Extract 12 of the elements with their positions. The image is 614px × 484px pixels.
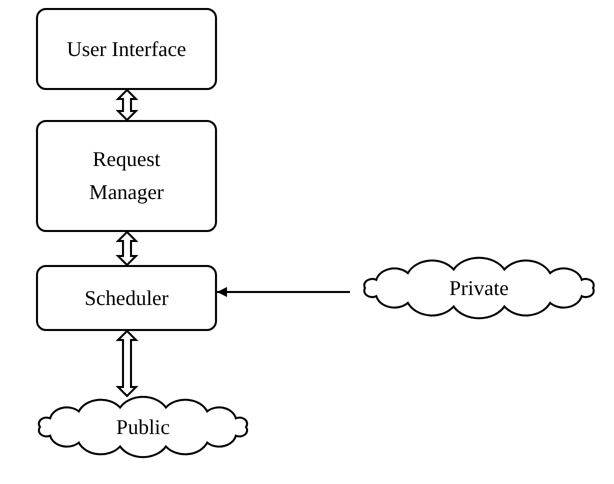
- node-label: Public: [116, 414, 170, 441]
- process-box: [36, 120, 217, 232]
- double-block-arrow: [116, 88, 138, 122]
- node-label: Private: [449, 274, 509, 302]
- process-box: [36, 8, 217, 90]
- node-label: User Interface: [66, 36, 186, 63]
- process-box: [36, 265, 217, 331]
- double-block-arrow: [116, 330, 138, 398]
- node-label: Scheduler: [84, 284, 168, 312]
- node-label: Request Manager: [88, 146, 165, 206]
- arrow: [217, 287, 350, 297]
- double-block-arrow: [116, 230, 138, 266]
